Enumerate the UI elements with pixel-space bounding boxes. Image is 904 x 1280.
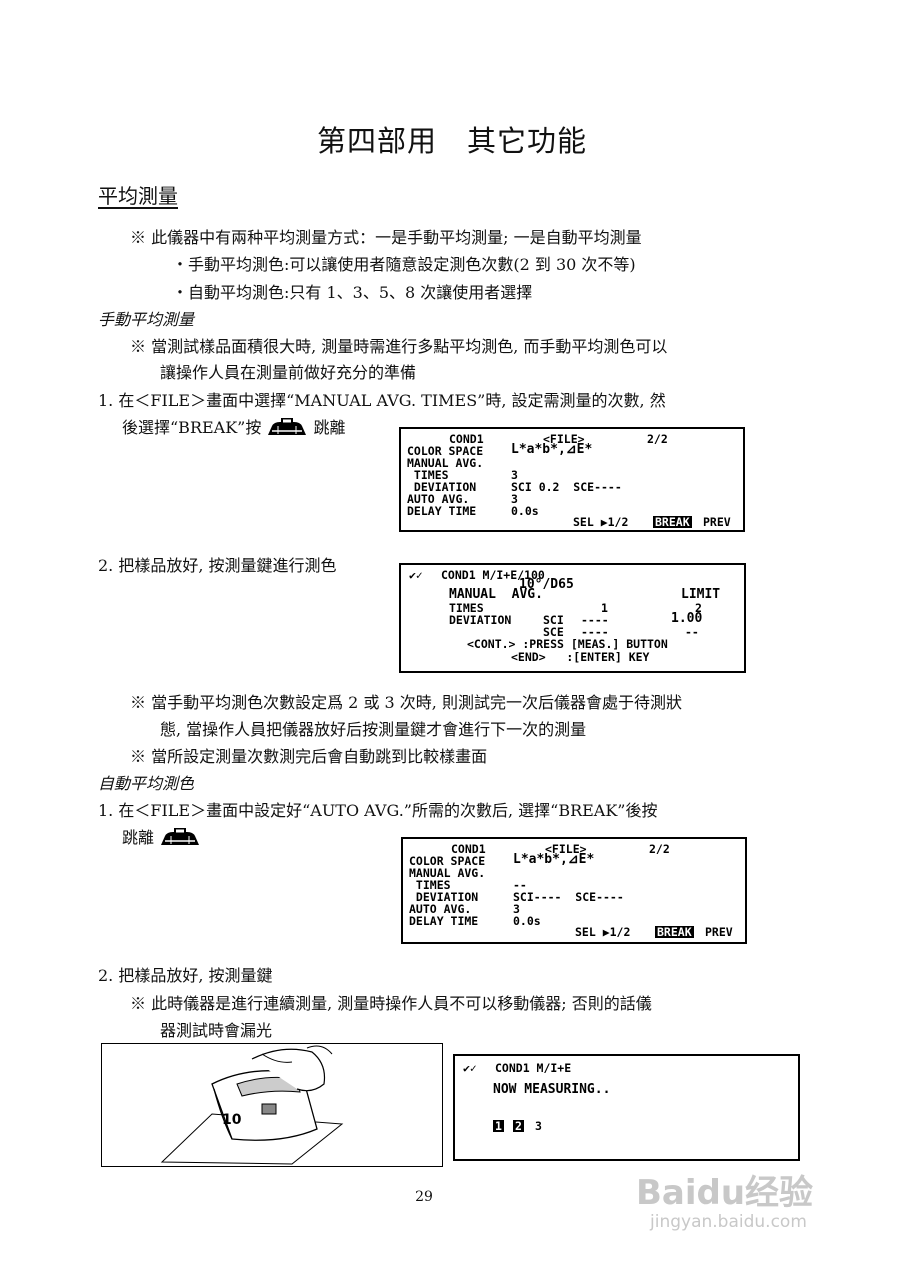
lcd3-cond: COND1: [451, 842, 486, 856]
lcd1-file: <FILE>: [543, 432, 585, 446]
manual-note-line2: 讓操作人員在測量前做好充分的準備: [160, 363, 417, 382]
lcd4-status: NOW MEASURING..: [493, 1082, 611, 1097]
auto-step1-text: 跳離: [122, 828, 155, 847]
lcd-measure-screen: ✔✓ COND1 M/I+E/100 10°/D65 MANUAL AVG. L…: [399, 563, 746, 673]
auto-step2: 2. 把樣品放好, 按測量鍵: [98, 966, 273, 985]
lcd3-color-space-value: L*a*b*,⊿E*: [513, 852, 595, 867]
step1-text-b: 跳離: [313, 418, 346, 437]
lcd3-deviation-value: SCI---- SCE----: [513, 890, 624, 904]
section-heading: 平均測量: [98, 184, 178, 208]
bullet-auto: ・自動平均測色:只有 1、3、5、8 次讓使用者選擇: [172, 283, 533, 302]
lcd2-sce-limit: --: [685, 625, 699, 639]
lcd-file-screen-2: COND1 <FILE> 2/2 COLOR SPACE L*a*b*,⊿E* …: [401, 837, 747, 944]
step2: 2. 把樣品放好, 按測量鍵進行測色: [98, 556, 337, 575]
lcd1-delay-value: 0.0s: [511, 504, 539, 518]
lcd2-sce-label: SCE: [543, 625, 564, 639]
watermark-brand: Baidu经验: [636, 1173, 814, 1213]
lcd3-times-value: --: [513, 878, 527, 892]
lcd3-footer-prev: PREV: [705, 925, 733, 939]
lcd2-times-label: TIMES: [449, 601, 484, 615]
lcd1-footer-prev: PREV: [703, 515, 731, 529]
lcd2-sci-value: ----: [581, 613, 609, 627]
lcd2-cont-line: <CONT.> :PRESS [MEAS.] BUTTON: [467, 637, 668, 651]
auto-step1-line2: 跳離: [122, 824, 201, 851]
lcd1-delay-label: DELAY TIME: [407, 504, 477, 518]
step1-line2: 後選擇“BREAK”按 跳離: [122, 414, 346, 441]
lcd2-observer: 10°/D65: [519, 577, 574, 592]
lcd1-color-space-label: COLOR SPACE: [407, 444, 484, 458]
bullet-manual: ・手動平均測色:可以讓使用者隨意設定測色次數(2 到 30 次不等): [172, 255, 636, 274]
lcd1-auto-avg-label: AUTO AVG.: [407, 492, 470, 506]
note-a-line2: 態, 當操作人員把儀器放好后按測量鍵才會進行下一次的測量: [160, 720, 587, 739]
lcd2-manual-avg: MANUAL AVG.: [449, 587, 543, 602]
lcd1-footer-break: BREAK: [653, 515, 692, 529]
auto-note-line2: 器測試時會漏光: [160, 1021, 273, 1040]
page-title: 第四部用 其它功能: [316, 124, 587, 158]
step1-text-a: 後選擇“BREAK”按: [122, 418, 262, 437]
lcd3-delay-label: DELAY TIME: [409, 914, 479, 928]
lcd-measuring-screen: ✔✓ COND1 M/I+E NOW MEASURING.. 1 2 3: [453, 1054, 800, 1161]
measure-button-icon: [266, 417, 308, 441]
lcd4-count-1: 1: [493, 1119, 504, 1133]
lcd3-auto-avg-label: AUTO AVG.: [409, 902, 472, 916]
note-b: ※ 當所設定測量次數測完后會自動跳到比較樣畫面: [130, 747, 488, 766]
lcd2-header: COND1 M/I+E/100: [441, 568, 545, 582]
lcd3-file: <FILE>: [545, 842, 587, 856]
lcd3-footer-sel: SEL ▶1/2: [575, 925, 631, 939]
lcd1-times-value: 3: [511, 468, 518, 482]
auto-step1-line1: 1. 在＜FILE＞畫面中設定好“AUTO AVG.”所需的次數后, 選擇“BR…: [98, 801, 658, 820]
note-a-line1: ※ 當手動平均測色次數設定爲 2 或 3 次時, 則測試完一次后儀器會處于待測狀: [130, 693, 682, 712]
lcd3-deviation-label: DEVIATION: [409, 890, 479, 904]
lcd4-count-2: 2: [513, 1119, 524, 1133]
lcd1-deviation-value: SCI 0.2 SCE----: [511, 480, 622, 494]
instrument-illustration: 10: [101, 1043, 443, 1167]
lcd4-count-3: 3: [535, 1119, 542, 1133]
lcd1-auto-avg-value: 3: [511, 492, 518, 506]
lcd3-manual-avg-label: MANUAL AVG.: [409, 866, 486, 880]
auto-heading: 自動平均測色: [98, 774, 195, 793]
lcd1-cond: COND1: [449, 432, 484, 446]
lcd1-manual-avg-label: MANUAL AVG.: [407, 456, 484, 470]
lcd4-check-icon: ✔✓: [463, 1061, 477, 1075]
lcd3-delay-value: 0.0s: [513, 914, 541, 928]
lcd2-times-current: 1: [601, 601, 608, 615]
lcd3-page: 2/2: [649, 842, 670, 856]
lcd2-limit: LIMIT: [681, 587, 721, 602]
lcd2-end-line: <END> :[ENTER] KEY: [511, 650, 650, 664]
lcd1-page: 2/2: [647, 432, 668, 446]
lcd1-times-label: TIMES: [407, 468, 449, 482]
auto-note-line1: ※ 此時儀器是進行連續測量, 測量時操作人員不可以移動儀器; 否則的話儀: [130, 994, 652, 1013]
lcd1-footer-sel: SEL ▶1/2: [573, 515, 629, 529]
lcd2-sci-label: SCI: [543, 613, 564, 627]
manual-note-line1: ※ 當測試樣品面積很大時, 測量時需進行多點平均測色, 而手動平均測色可以: [130, 337, 668, 356]
intro-note: ※ 此儀器中有兩种平均測量方式：一是手動平均測量; 一是自動平均測量: [130, 228, 642, 247]
lcd1-deviation-label: DEVIATION: [407, 480, 477, 494]
page-number: 29: [415, 1189, 433, 1205]
svg-text:10: 10: [222, 1112, 242, 1128]
lcd3-footer-break: BREAK: [655, 925, 694, 939]
lcd2-check-icon: ✔✓: [409, 568, 423, 582]
lcd1-color-space-value: L*a*b*,⊿E*: [511, 442, 593, 457]
lcd3-times-label: TIMES: [409, 878, 451, 892]
step1-line1: 1. 在＜FILE＞畫面中選擇“MANUAL AVG. TIMES”時, 設定需…: [98, 391, 666, 410]
lcd2-sce-value: ----: [581, 625, 609, 639]
lcd2-deviation-limit: 1.00: [671, 611, 703, 626]
manual-heading: 手動平均測量: [98, 310, 195, 329]
lcd3-color-space-label: COLOR SPACE: [409, 854, 486, 868]
watermark-url: jingyan.baidu.com: [650, 1212, 807, 1232]
lcd3-auto-avg-value: 3: [513, 902, 520, 916]
measure-button-icon-2: [159, 827, 201, 851]
lcd2-deviation-label: DEVIATION: [449, 613, 512, 627]
lcd4-header: COND1 M/I+E: [495, 1061, 572, 1075]
lcd2-times-limit: 2: [695, 601, 702, 615]
lcd-file-screen-1: COND1 <FILE> 2/2 COLOR SPACE L*a*b*,⊿E* …: [399, 427, 745, 532]
